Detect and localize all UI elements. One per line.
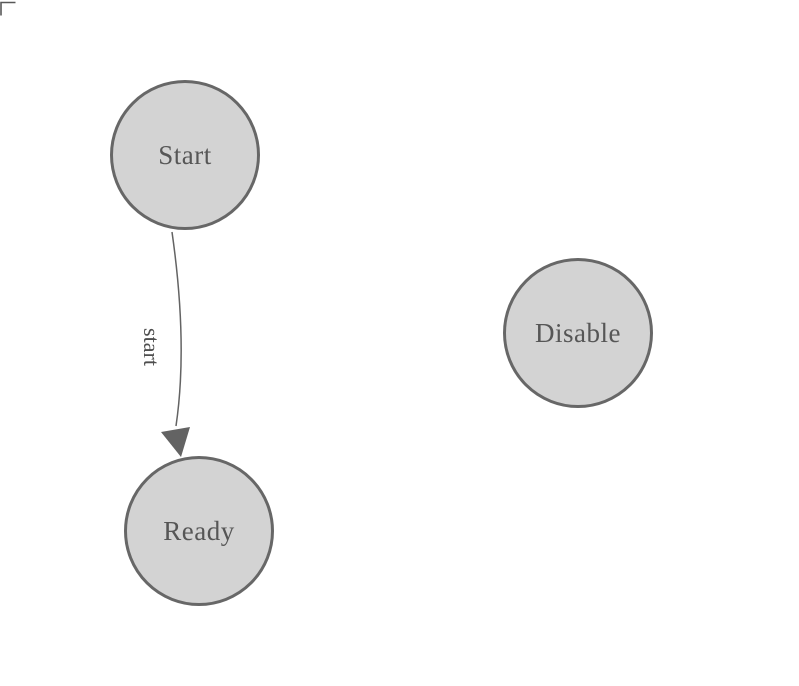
transition-arrowhead-icon — [161, 427, 190, 457]
canvas-origin-mark — [0, 1, 16, 16]
transition-edge-path[interactable] — [171, 231, 182, 427]
state-node-start[interactable]: Start — [110, 80, 260, 230]
state-node-ready[interactable]: Ready — [124, 456, 274, 606]
state-node-start-label: Start — [158, 139, 212, 170]
state-node-ready-label: Ready — [163, 515, 235, 546]
state-node-disable-label: Disable — [535, 317, 621, 348]
transition-edge-label[interactable]: start — [139, 328, 164, 366]
state-node-disable[interactable]: Disable — [503, 258, 653, 408]
